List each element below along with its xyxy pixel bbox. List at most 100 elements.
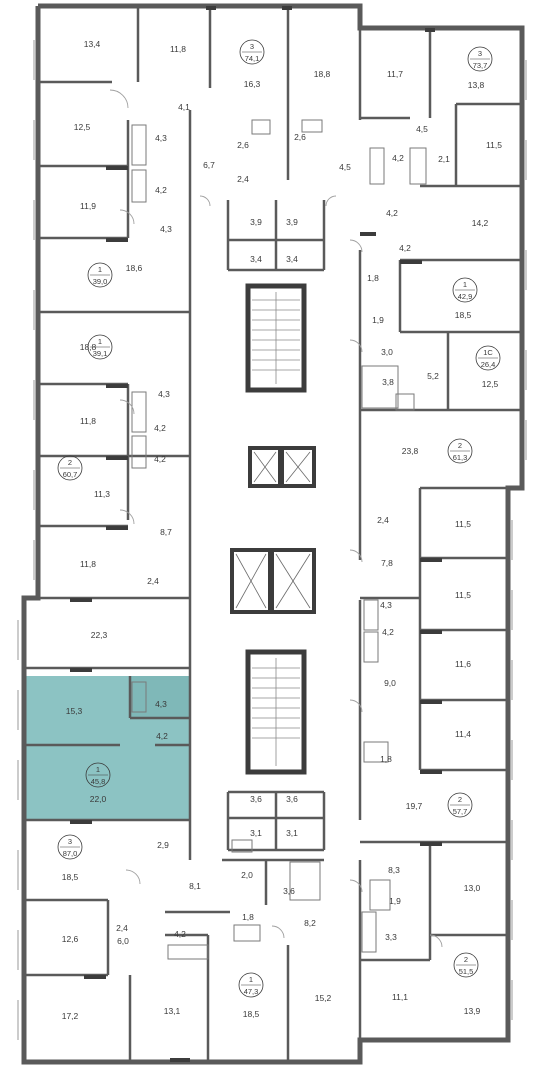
room-area: 12,5 xyxy=(482,379,499,389)
room-area: 9,0 xyxy=(384,678,396,688)
room-area: 19,7 xyxy=(406,801,423,811)
room-area: 2,0 xyxy=(241,870,253,880)
svg-text:74,1: 74,1 xyxy=(245,54,260,63)
room-area: 11,8 xyxy=(80,559,96,569)
svg-text:1: 1 xyxy=(249,975,253,984)
room-area: 11,1 xyxy=(392,992,408,1002)
room-area: 4,2 xyxy=(155,185,167,195)
room-area: 18,5 xyxy=(62,872,79,882)
room-area: 5,2 xyxy=(427,371,439,381)
room-area: 4,3 xyxy=(155,133,167,143)
svg-text:3: 3 xyxy=(478,49,482,58)
room-area: 11,3 xyxy=(94,489,110,499)
unit-badge: 387,0 xyxy=(57,834,83,860)
room-area: 11,9 xyxy=(80,201,96,211)
room-area: 1,8 xyxy=(367,273,379,283)
svg-text:26,4: 26,4 xyxy=(481,360,496,369)
room-area: 18,8 xyxy=(314,69,331,79)
room-area: 13,8 xyxy=(468,80,485,90)
unit-badge: 251,5 xyxy=(453,952,479,978)
room-area: 6,0 xyxy=(117,936,129,946)
room-area: 3,4 xyxy=(286,254,298,264)
room-area: 23,8 xyxy=(402,446,419,456)
room-area: 3,6 xyxy=(283,886,295,896)
room-area: 2,6 xyxy=(237,140,249,150)
room-area: 3,3 xyxy=(385,932,397,942)
room-area: 17,2 xyxy=(62,1011,79,1021)
svg-text:1С: 1С xyxy=(483,348,493,357)
highlighted-unit-badge: 1 45,8 xyxy=(85,762,111,788)
room-area: 3,9 xyxy=(286,217,298,227)
room-area: 4,2 xyxy=(174,929,186,939)
room-area: 4,5 xyxy=(416,124,428,134)
room-area-labels: 13,4 11,8 16,3 18,8 11,7 13,8 4,1 12,5 4… xyxy=(62,39,502,1021)
room-area: 3,9 xyxy=(250,217,262,227)
room-area: 4,2 xyxy=(392,153,404,163)
bathroom-fixtures xyxy=(131,119,427,960)
room-area: 2,4 xyxy=(377,515,389,525)
room-area: 11,5 xyxy=(486,140,502,150)
room-area: 2,4 xyxy=(237,174,249,184)
room-area: 11,7 xyxy=(387,69,403,79)
room-area: 2,1 xyxy=(438,154,450,164)
room-area: 3,1 xyxy=(286,828,298,838)
room-area: 2,9 xyxy=(157,840,169,850)
unit-badge: 139,1 xyxy=(87,334,113,360)
room-area: 8,7 xyxy=(160,527,172,537)
unit-badge: 142,9 xyxy=(452,277,478,303)
room-area: 7,8 xyxy=(381,558,393,568)
room-area: 3,1 xyxy=(250,828,262,838)
elevators xyxy=(230,446,316,614)
room-area: 4,2 xyxy=(382,627,394,637)
room-area: 13,9 xyxy=(464,1006,481,1016)
svg-text:73,7: 73,7 xyxy=(473,61,488,70)
svg-text:3: 3 xyxy=(250,42,254,51)
living-room-area: 15,3 xyxy=(66,706,83,716)
room-area: 11,4 xyxy=(455,729,471,739)
bath-area: 4,3 xyxy=(155,699,167,709)
room-area: 2,4 xyxy=(116,923,128,933)
svg-text:61,3: 61,3 xyxy=(453,453,468,462)
room-area: 2,4 xyxy=(147,576,159,586)
room-area: 3,4 xyxy=(250,254,262,264)
stair-core-bottom xyxy=(245,649,307,775)
elevator-cross xyxy=(235,451,311,609)
svg-text:60,7: 60,7 xyxy=(63,470,78,479)
room-area: 12,5 xyxy=(74,122,91,132)
room-area: 14,2 xyxy=(472,218,489,228)
svg-text:42,9: 42,9 xyxy=(458,292,473,301)
svg-text:57,7: 57,7 xyxy=(453,807,468,816)
door-swings xyxy=(109,89,443,948)
room-area: 4,1 xyxy=(178,102,190,112)
svg-text:39,0: 39,0 xyxy=(93,277,108,286)
unit-badge: 1С 26,4 xyxy=(475,345,501,371)
room-area: 8,1 xyxy=(189,881,201,891)
room-area: 15,2 xyxy=(315,993,332,1003)
room-area: 2,6 xyxy=(294,132,306,142)
room-area: 4,3 xyxy=(160,224,172,234)
room-area: 4,2 xyxy=(386,208,398,218)
unit-badge: 147,3 xyxy=(238,972,264,998)
svg-text:2: 2 xyxy=(458,795,462,804)
unit-badge: 139,0 xyxy=(87,262,113,288)
highlighted-apartment[interactable] xyxy=(22,676,190,820)
highlighted-unit-labels: 15,3 4,3 4,2 22,0 1 45,8 xyxy=(66,699,168,804)
unit-badge: 261,3 xyxy=(447,438,473,464)
svg-text:2: 2 xyxy=(68,458,72,467)
room-area: 3,6 xyxy=(250,794,262,804)
unit-badge: 374,1 xyxy=(239,39,265,65)
room-area: 11,8 xyxy=(170,44,186,54)
svg-text:1: 1 xyxy=(463,280,467,289)
room-area: 11,6 xyxy=(455,659,471,669)
room-area: 1,8 xyxy=(380,754,392,764)
room-area: 22,3 xyxy=(91,630,108,640)
room-area: 13,4 xyxy=(84,39,101,49)
unit-rooms: 1 xyxy=(96,765,100,774)
room-area: 18,6 xyxy=(126,263,143,273)
kitchen-area: 22,0 xyxy=(90,794,107,804)
room-area: 11,5 xyxy=(455,590,471,600)
svg-text:51,5: 51,5 xyxy=(459,967,474,976)
